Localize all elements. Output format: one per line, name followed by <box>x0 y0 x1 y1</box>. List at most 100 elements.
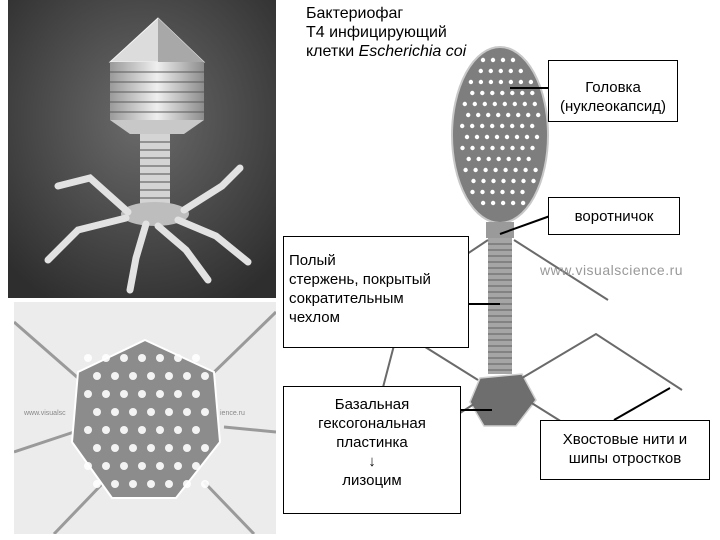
title-line-1: Бактериофаг <box>306 5 404 22</box>
capsid-pore <box>502 101 507 107</box>
capsid-pore <box>500 123 505 129</box>
capsid-pore <box>531 178 536 184</box>
down-arrow-icon: ↓ <box>368 453 376 470</box>
capsid-pore <box>490 200 496 206</box>
label-fibers-line1: Хвостовые нити и <box>562 431 688 448</box>
capsid-pore <box>476 156 481 162</box>
sem-phage-illustration <box>8 0 276 298</box>
label-head: Головка (нуклеокапсид) <box>548 60 678 122</box>
capsid-pore <box>138 462 146 470</box>
capsid-pore <box>536 112 541 118</box>
capsid-pore <box>511 178 516 184</box>
capsid-pore <box>508 79 514 85</box>
capsid-pore <box>530 123 535 129</box>
capsid-pore <box>93 480 101 488</box>
capsid-pore <box>510 189 515 195</box>
capsid-pore <box>491 178 496 184</box>
capsid-pore <box>473 167 478 173</box>
capsid-pore <box>526 156 531 162</box>
capsid-pore <box>512 101 517 107</box>
capsid-pore <box>526 112 531 118</box>
capsid-pore <box>462 101 467 107</box>
capsid-pore <box>523 167 528 173</box>
capsid-pore <box>480 145 485 151</box>
capsid-pore <box>500 145 505 151</box>
capsid-pore <box>468 79 474 85</box>
capsid-pore <box>481 178 486 184</box>
capsid-pore <box>478 68 483 74</box>
capsid-pore <box>498 68 503 74</box>
capsid-pore <box>472 101 477 107</box>
label-base-line1: Базальная <box>334 396 410 413</box>
label-tail-line3: сократительным <box>289 290 404 307</box>
capsid-pore <box>471 178 476 184</box>
title-line-3: клетки Escherichia coi <box>306 42 466 61</box>
capsid-pore <box>492 101 497 107</box>
label-collar-text: воротничок <box>574 208 654 225</box>
capsid-pore <box>463 167 468 173</box>
watermark-text: www.visualscience.ru <box>540 262 684 278</box>
capsid-pore <box>510 123 515 129</box>
capsid-pore <box>470 123 475 129</box>
capsid-pore <box>490 145 495 151</box>
capsid-pore <box>470 189 475 195</box>
capsid-pore <box>93 372 101 380</box>
label-tail-line4: чехлом <box>289 309 340 326</box>
label-tail-line1: Полый <box>289 252 336 269</box>
capsid-pore <box>93 408 101 416</box>
capsid-pore <box>498 79 504 85</box>
capsid-pore <box>500 90 505 96</box>
capsid-pore <box>464 134 470 140</box>
capsid-pore <box>476 112 481 118</box>
capsid-closeup-illustration <box>14 302 276 534</box>
capsid-pore <box>120 426 128 434</box>
capsid-pore <box>518 79 524 85</box>
capsid-pore <box>514 134 520 140</box>
label-tail-fibers: Хвостовые нити и шипы отростков <box>540 420 710 480</box>
capsid-pore <box>460 145 465 151</box>
capsid-pore <box>156 390 164 398</box>
capsid-pore <box>500 189 505 195</box>
capsid-pore <box>490 57 496 63</box>
capsid-pore <box>496 112 501 118</box>
capsid-pore <box>138 426 146 434</box>
capsid-pore <box>524 134 530 140</box>
capsid-pore <box>111 480 119 488</box>
capsid-pore <box>516 112 521 118</box>
capsid-pore <box>480 57 486 63</box>
label-head-line2: (нуклеокапсид) <box>560 98 666 115</box>
capsid-pore <box>530 90 535 96</box>
capsid-pore <box>147 408 155 416</box>
label-tail-sheath: Полый стержень, покрытый сократительным … <box>283 236 469 348</box>
capsid-pore <box>192 462 200 470</box>
label-base-line2: гексогональная <box>318 415 426 432</box>
capsid-pore <box>490 189 495 195</box>
capsid-pore <box>84 462 92 470</box>
capsid-pore <box>466 156 471 162</box>
sem-micrograph <box>8 0 276 298</box>
capsid-pore <box>84 426 92 434</box>
capsid-pore <box>490 123 495 129</box>
capsid-pore <box>510 57 516 63</box>
capsid-pore <box>201 372 209 380</box>
capsid-pore <box>504 134 510 140</box>
label-baseplate: Базальная гексогональная пластинка ↓ лиз… <box>283 386 461 514</box>
label-collar: воротничок <box>548 197 680 235</box>
capsid-pore <box>500 200 506 206</box>
capsid-pore <box>503 167 508 173</box>
capsid-pore <box>111 372 119 380</box>
capsid-pore <box>520 189 525 195</box>
capsid-pore <box>466 112 471 118</box>
capsid-pore <box>474 134 480 140</box>
capsid-pore <box>510 200 516 206</box>
capsid-pore <box>129 372 137 380</box>
capsid-pore <box>174 426 182 434</box>
capsid-pore <box>513 167 518 173</box>
label-tail-line2: стержень, покрытый <box>289 271 431 288</box>
capsid-pore <box>520 200 526 206</box>
capsid-pore <box>156 462 164 470</box>
capsid-pore <box>508 68 513 74</box>
capsid-pore <box>120 354 128 362</box>
capsid-pore <box>183 480 191 488</box>
capsid-pore <box>147 444 155 452</box>
